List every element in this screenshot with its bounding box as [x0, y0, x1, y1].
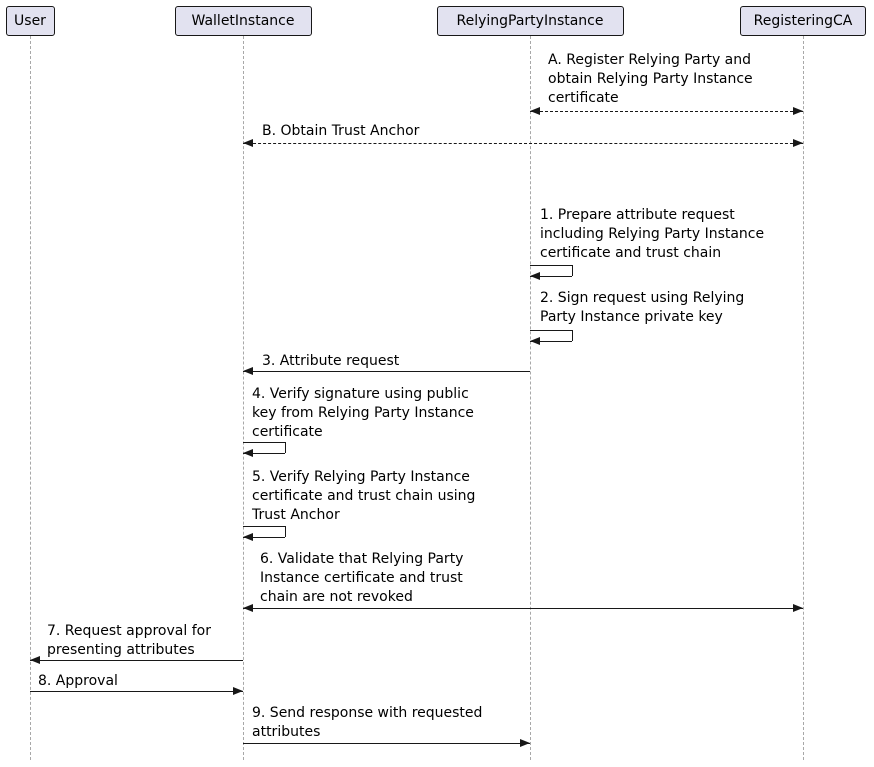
message-line: [243, 743, 530, 744]
message-label: 8. Approval: [38, 672, 118, 691]
self-loop-bottom: [530, 341, 572, 342]
message-line: [243, 371, 530, 372]
arrowhead: [30, 656, 40, 664]
message-label-line: attributes: [252, 724, 321, 740]
arrowhead: [793, 139, 803, 147]
participant-user: User: [5, 6, 55, 36]
self-loop-bottom: [243, 453, 285, 454]
message-label: 5. Verify Relying Party Instance certific…: [252, 468, 475, 525]
self-loop-side: [285, 442, 286, 453]
message-label-line: certificate and trust chain: [540, 245, 722, 261]
participant-label: RelyingPartyInstance: [456, 13, 604, 29]
message-label-line: certificate and trust chain using: [252, 488, 476, 504]
message-label: A. Register Relying Party and obtain Rely…: [548, 51, 753, 108]
arrowhead: [243, 533, 253, 541]
arrowhead: [233, 687, 243, 695]
self-loop-top: [243, 526, 285, 527]
message-label-line: 7. Request approval for: [47, 623, 211, 639]
message-label-line: certificate: [252, 424, 323, 440]
self-loop-top: [530, 265, 572, 266]
lifeline-relyingpartyinstance: [530, 36, 531, 760]
arrowhead: [793, 604, 803, 612]
self-loop-side: [285, 526, 286, 537]
arrowhead: [530, 337, 540, 345]
self-loop-top: [530, 330, 572, 331]
message-label-line: 3. Attribute request: [262, 353, 400, 369]
message-label-line: 9. Send response with requested: [252, 705, 483, 721]
message-label-line: Party Instance private key: [540, 309, 723, 325]
message-label: 3. Attribute request: [262, 352, 399, 371]
message-label-line: B. Obtain Trust Anchor: [262, 123, 420, 139]
message-label: 1. Prepare attribute request including Re…: [540, 206, 764, 263]
message-label-line: including Relying Party Instance: [540, 226, 765, 242]
message-label-line: 2. Sign request using Relying: [540, 290, 745, 306]
message-line: [30, 691, 243, 692]
arrowhead: [530, 107, 540, 115]
message-label-line: 6. Validate that Relying Party: [260, 551, 464, 567]
lifeline-walletinstance: [243, 36, 244, 760]
message-label: 9. Send response with requested attribute…: [252, 704, 482, 742]
message-label-line: 1. Prepare attribute request: [540, 207, 735, 223]
arrowhead: [243, 367, 253, 375]
participant-registeringca: RegisteringCA: [740, 6, 866, 36]
message-label-line: obtain Relying Party Instance: [548, 71, 753, 87]
lifeline-registeringca: [803, 36, 804, 760]
message-line: [243, 143, 803, 144]
arrowhead: [243, 604, 253, 612]
message-label-line: 4. Verify signature using public: [252, 386, 469, 402]
message-label-line: A. Register Relying Party and: [548, 52, 752, 68]
message-line: [530, 111, 803, 112]
self-loop-side: [572, 330, 573, 341]
participant-walletinstance: WalletInstance: [174, 6, 312, 36]
message-label-line: presenting attributes: [47, 642, 195, 658]
arrowhead: [243, 139, 253, 147]
arrowhead: [530, 272, 540, 280]
message-line: [30, 660, 243, 661]
self-loop-side: [572, 265, 573, 276]
participant-label: User: [14, 13, 46, 29]
arrowhead: [520, 739, 530, 747]
lifeline-user: [30, 36, 31, 760]
message-label-line: 8. Approval: [38, 673, 118, 689]
message-label-line: key from Relying Party Instance: [252, 405, 474, 421]
arrowhead: [793, 107, 803, 115]
message-label-line: 5. Verify Relying Party Instance: [252, 469, 470, 485]
arrowhead: [243, 449, 253, 457]
message-line: [243, 608, 803, 609]
self-loop-bottom: [530, 276, 572, 277]
message-label-line: chain are not revoked: [260, 589, 413, 605]
message-label: 7. Request approval for presenting attrib…: [47, 622, 211, 660]
message-label: 4. Verify signature using public key from…: [252, 385, 474, 442]
self-loop-bottom: [243, 537, 285, 538]
message-label-line: certificate: [548, 90, 619, 106]
message-label: B. Obtain Trust Anchor: [262, 122, 419, 141]
participant-label: WalletInstance: [191, 13, 295, 29]
self-loop-top: [243, 442, 285, 443]
message-label-line: Trust Anchor: [252, 507, 340, 523]
message-label-line: Instance certificate and trust: [260, 570, 463, 586]
participant-relyingpartyinstance: RelyingPartyInstance: [436, 6, 624, 36]
participant-label: RegisteringCA: [753, 13, 853, 29]
